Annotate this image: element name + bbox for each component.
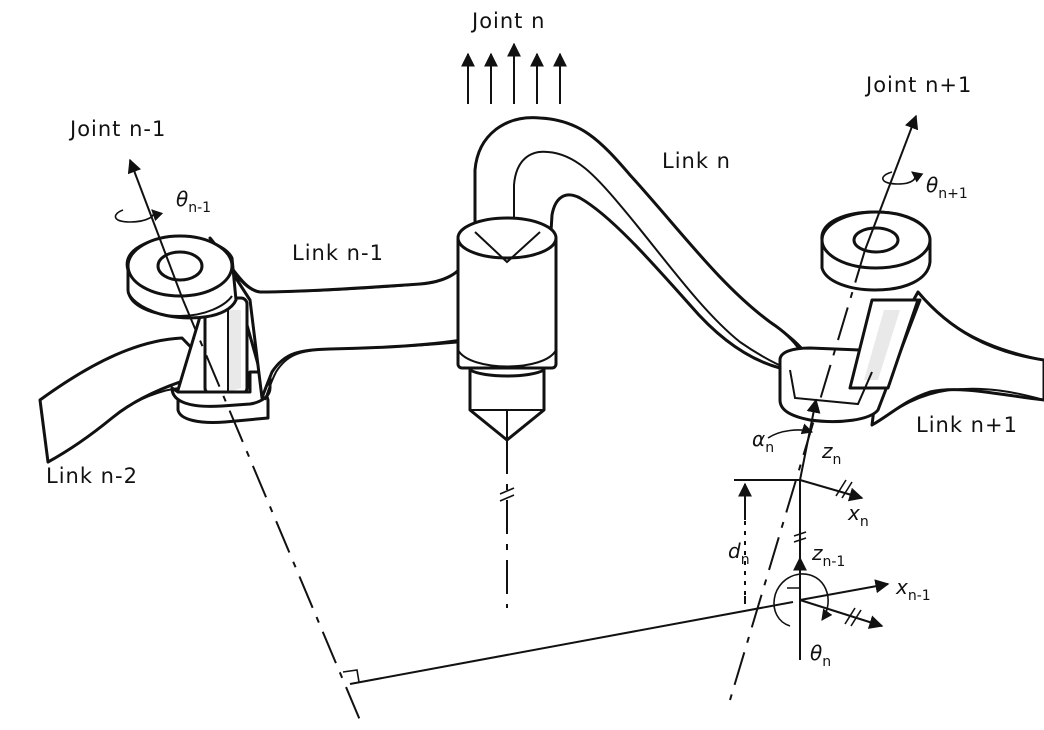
joint-n-arrows-icon xyxy=(461,42,567,104)
z-n-minus-1-label: zn-1 xyxy=(811,541,845,570)
frame-right-angle-mark xyxy=(787,587,801,601)
joint-n-housing xyxy=(456,216,558,442)
alpha-n-label: αn xyxy=(752,427,774,456)
z-n-axis-arrow xyxy=(799,398,821,481)
joint-n-minus-1-axis-line xyxy=(182,299,363,726)
joint-n-plus-1-housing xyxy=(778,298,922,424)
d-n-label: dn xyxy=(728,539,750,568)
joint-n-axis-tick xyxy=(499,487,515,495)
joint-n-label: Joint n xyxy=(470,9,545,33)
joint-n-axis-tick xyxy=(499,494,515,502)
z-n-label: zn xyxy=(821,439,841,468)
link-n-minus-1-label: Link n-1 xyxy=(292,241,384,265)
joint-n-plus-1-label: Joint n+1 xyxy=(864,73,972,97)
joint-n-minus-1-label: Joint n-1 xyxy=(68,117,166,141)
theta-n-plus-1-rotation-icon xyxy=(882,171,924,185)
theta-n-minus-1-rotation-icon xyxy=(114,209,164,223)
x-n-minus-1-label: xn-1 xyxy=(895,575,931,604)
x-n-minus-1-tick xyxy=(844,607,856,625)
z-axis-tick xyxy=(793,531,807,537)
z-axis-tick xyxy=(793,537,807,543)
joint-n-minus-1-axis-arrow xyxy=(127,158,184,301)
x-n-label: xn xyxy=(847,501,869,530)
link-n-label: Link n xyxy=(662,149,731,173)
x-n-minus-1-axis-arrow xyxy=(799,579,890,601)
alpha-n-rotation-icon xyxy=(767,423,814,439)
link-n-plus-1-body xyxy=(870,290,1044,427)
common-normal-line xyxy=(349,601,794,685)
joint-n-minus-1-cap xyxy=(125,234,238,320)
x-n-tick xyxy=(841,481,853,499)
theta-n-plus-1-label: θn+1 xyxy=(926,173,968,202)
theta-n-minus-1-label: θn-1 xyxy=(176,187,211,216)
joint-n-plus-1-cap xyxy=(820,210,932,292)
x-n-minus-1-rotated-arrow xyxy=(799,599,884,629)
x-n-axis-arrow xyxy=(799,479,864,502)
theta-n-label: θn xyxy=(810,641,831,670)
right-angle-mark xyxy=(342,669,360,683)
x-n-minus-1-tick xyxy=(850,609,862,627)
link-n-minus-2-label: Link n-2 xyxy=(46,464,138,488)
link-n-plus-1-label: Link n+1 xyxy=(916,413,1018,437)
x-n-tick xyxy=(835,479,847,497)
theta-n-rotation-icon xyxy=(773,573,833,627)
joint-n-plus-1-axis-line xyxy=(729,249,866,701)
